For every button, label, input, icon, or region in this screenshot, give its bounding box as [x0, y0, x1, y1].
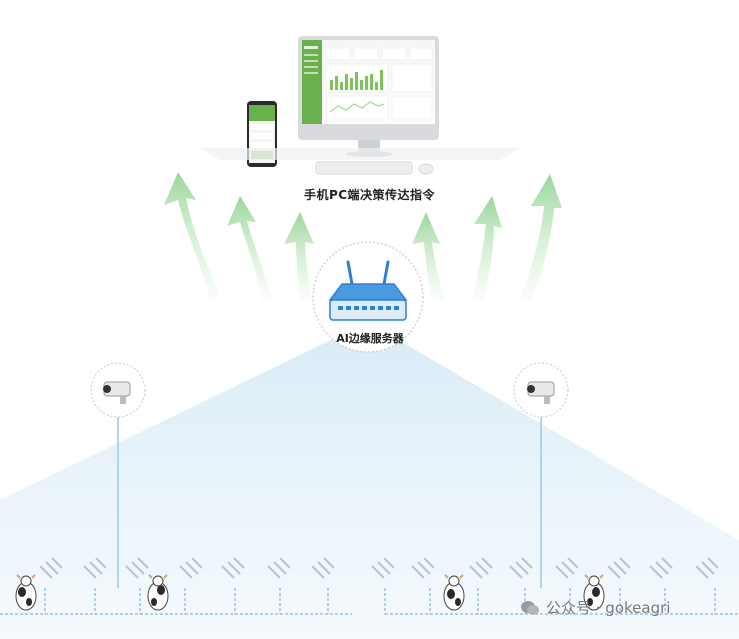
edge-server-node	[312, 241, 424, 353]
camera-icon	[527, 381, 555, 404]
feeder-rails	[39, 557, 719, 579]
wechat-icon	[521, 600, 539, 615]
arrow-2	[227, 196, 272, 300]
cow-icon	[443, 574, 465, 611]
feeder-rail-icon	[311, 557, 335, 579]
keyboard-icon	[315, 161, 413, 175]
arrow-6	[520, 174, 562, 300]
watermark: 公众号 · gokeagri	[520, 597, 670, 618]
feeder-rail-icon	[649, 557, 673, 579]
camera-icon	[103, 381, 131, 404]
uplink-arrows	[164, 172, 562, 300]
feeder-rail-icon	[607, 557, 631, 579]
arrow-5	[472, 196, 502, 300]
cow-icon	[147, 574, 169, 611]
feeder-rail-icon	[469, 557, 493, 579]
arrow-3	[284, 212, 314, 300]
edge-server-caption: AI边缘服务器	[336, 332, 404, 345]
feeder-rail-icon	[411, 557, 435, 579]
camera-right	[513, 362, 569, 588]
camera-left	[90, 362, 146, 588]
feeder-rail-icon	[83, 557, 107, 579]
feeder-rail-icon	[267, 557, 291, 579]
arrow-4	[412, 212, 444, 300]
coverage-beam	[0, 322, 739, 639]
cow-icon	[583, 574, 605, 611]
feeder-rail-icon	[555, 557, 579, 579]
watermark-text: 公众号 · gokeagri	[546, 599, 671, 617]
feeder-rail-icon	[39, 557, 63, 579]
feeder-rail-icon	[179, 557, 203, 579]
feeder-rail-icon	[695, 557, 719, 579]
desktop-monitor-icon	[298, 36, 439, 157]
router-icon	[328, 260, 408, 321]
cow-icon	[15, 574, 37, 611]
feeder-rail-icon	[371, 557, 395, 579]
feeder-rail-icon	[125, 557, 149, 579]
desk-shadow	[200, 148, 520, 160]
feeder-rail-icon	[509, 557, 533, 579]
mouse-icon	[418, 163, 434, 175]
feeder-rail-icon	[221, 557, 245, 579]
arrow-1	[164, 172, 220, 300]
pc-command-caption: 手机PC端决策传达指令	[303, 188, 436, 202]
barn-pens	[0, 588, 739, 615]
